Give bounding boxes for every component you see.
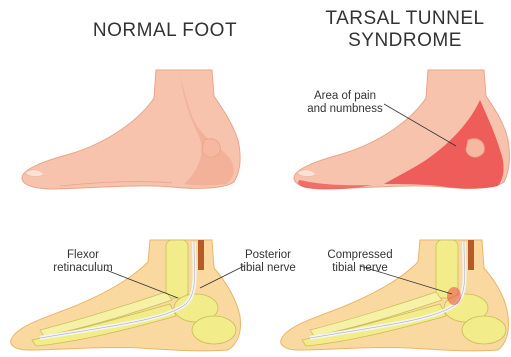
tarsal-tunnel-foot [294, 70, 509, 189]
label-flexor-line2: retinaculum [48, 262, 118, 275]
title-tarsal-tunnel: TARSAL TUNNEL SYNDROME [320, 8, 490, 52]
label-pain-line2: and numbness [300, 103, 390, 116]
title-normal-foot: NORMAL FOOT [70, 20, 260, 42]
normal-tibia [166, 240, 188, 298]
title-tarsal-line1: TARSAL TUNNEL [320, 8, 490, 30]
label-compressed-tibial-nerve: Compressed tibial nerve [318, 249, 402, 275]
compressed-calcaneus [462, 316, 506, 344]
label-compressed-line1: Compressed [318, 249, 402, 262]
label-flexor-line1: Flexor [48, 249, 118, 262]
normal-calcaneus [192, 316, 236, 344]
label-posterior-line1: Posterior [230, 249, 306, 262]
label-pain-area: Area of pain and numbness [300, 90, 390, 116]
normal-anatomy [11, 240, 244, 351]
compression-site [447, 287, 461, 305]
title-tarsal-line2: SYNDROME [320, 30, 490, 52]
normal-foot-ankle-bone [202, 139, 220, 157]
label-posterior-tibial-nerve: Posterior tibial nerve [230, 249, 306, 275]
tarsal-foot-ankle-bone [466, 139, 484, 157]
label-compressed-line2: tibial nerve [318, 262, 402, 275]
normal-vessel [198, 240, 204, 270]
compressed-vessel [468, 240, 474, 270]
label-flexor-retinaculum: Flexor retinaculum [48, 249, 118, 275]
label-pain-line1: Area of pain [300, 90, 390, 103]
normal-foot [22, 70, 240, 189]
label-posterior-line2: tibial nerve [230, 262, 306, 275]
